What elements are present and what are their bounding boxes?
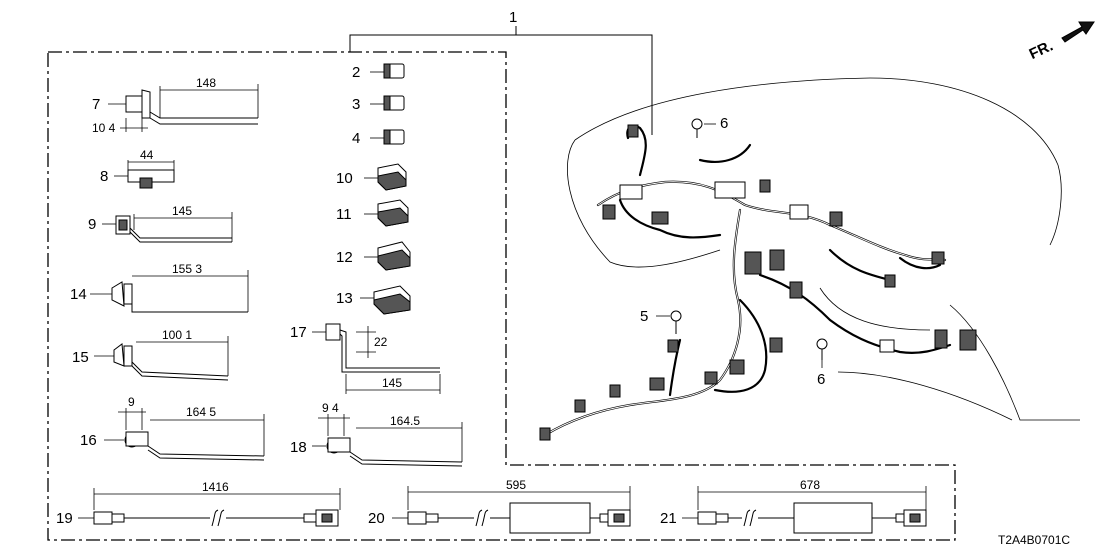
relay-callout: 12 (336, 249, 353, 266)
bolt-icon (691, 118, 716, 138)
part-7-clip (108, 84, 259, 132)
dimension-label: 1416 (202, 480, 229, 494)
part-callout: 19 (56, 510, 73, 527)
part-callout: 18 (290, 439, 307, 456)
assembly-callout: 1 (509, 9, 517, 26)
part-21-cable (682, 486, 927, 534)
part-callout: 7 (92, 96, 100, 113)
part-callout: 17 (290, 324, 307, 341)
dimension-label: 9 (128, 395, 135, 409)
dimension-label: 595 (506, 478, 526, 492)
dimension-label: 164.5 (390, 414, 420, 428)
bolt-callout: 5 (640, 308, 648, 325)
relay-icon (364, 241, 411, 271)
part-18-clip (312, 414, 463, 467)
part-callout: 9 (88, 216, 96, 233)
part-callout: 21 (660, 510, 677, 527)
dimension-label: 164 5 (186, 405, 216, 419)
dimension-label: 9 4 (322, 401, 339, 415)
dashboard-outline (567, 77, 1080, 421)
part-callout: 16 (80, 432, 97, 449)
part-16-clip (104, 408, 265, 461)
front-label: FR. (1027, 37, 1056, 63)
dimension-label: 145 (382, 376, 402, 390)
dimension-label: 44 (140, 148, 154, 162)
part-callout: 14 (70, 286, 87, 303)
part-callout: 15 (72, 349, 89, 366)
relay-icon (364, 199, 409, 227)
dimension-label: 148 (196, 76, 216, 90)
fuse-icon (370, 95, 405, 111)
relay-callout: 13 (336, 290, 353, 307)
part-19-cable (78, 488, 341, 527)
fuse-callout: 3 (352, 96, 360, 113)
assembly-boundary (47, 26, 956, 541)
relay-icon (360, 285, 411, 315)
dimension-label: 678 (800, 478, 820, 492)
front-direction-arrow (1061, 21, 1095, 43)
wire-harness (539, 124, 977, 441)
bolt-icon (656, 310, 682, 334)
fuse-callout: 4 (352, 130, 360, 147)
part-callout: 20 (368, 510, 385, 527)
fuse-icon (370, 129, 405, 145)
diagram-code: T2A4B0701C (998, 533, 1070, 547)
fuse-callout: 2 (352, 64, 360, 81)
part-17-bracket (312, 323, 441, 394)
dimension-label: 10 4 (92, 121, 116, 135)
dimension-label: 155 3 (172, 262, 202, 276)
bolt-callout: 6 (720, 115, 728, 132)
part-callout: 8 (100, 168, 108, 185)
fuse-icon (370, 63, 405, 79)
bolt-callout: 6 (817, 371, 825, 388)
part-9-clip (102, 212, 233, 243)
dimension-label: 22 (374, 335, 388, 349)
part-20-cable (392, 486, 631, 534)
bolt-icon (816, 338, 828, 368)
relay-callout: 10 (336, 170, 353, 187)
part-14-clip (90, 270, 249, 313)
part-8-connector (114, 160, 175, 189)
dimension-label: 145 (172, 204, 192, 218)
relay-icon (364, 163, 407, 191)
part-15-clip (94, 336, 229, 381)
dimension-label: 100 1 (162, 328, 192, 342)
relay-callout: 11 (336, 206, 352, 223)
